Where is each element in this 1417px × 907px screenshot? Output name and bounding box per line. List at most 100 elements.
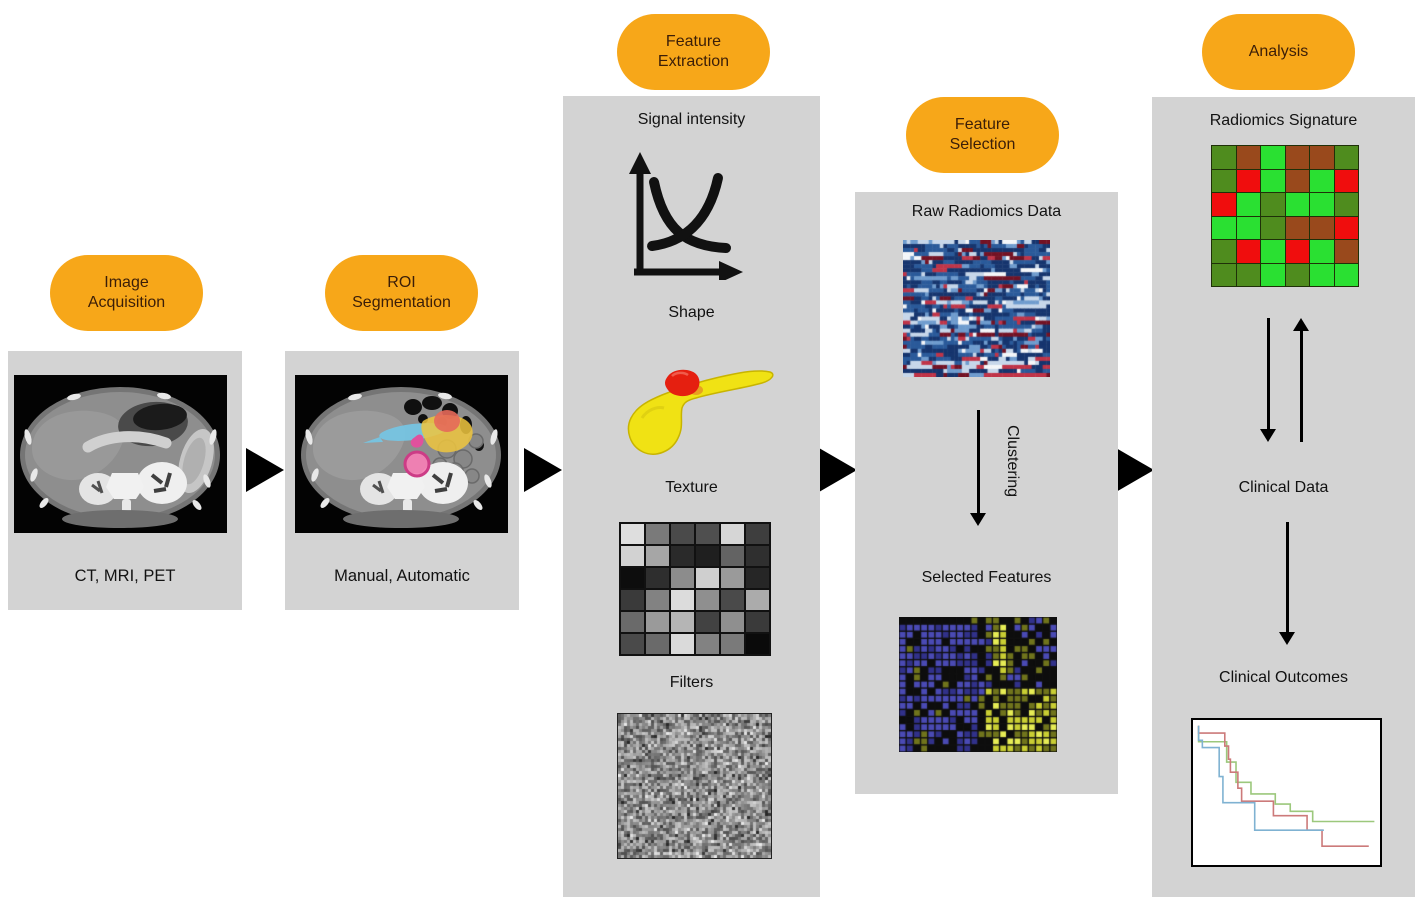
gray-level-matrix — [619, 522, 771, 656]
arrow-shaft — [1266, 318, 1270, 429]
stage-pill-feature-extraction: Feature Extraction — [617, 14, 770, 90]
grid-cell — [1261, 240, 1285, 263]
panel-feature-selection: Raw Radiomics Data Clustering Selected F… — [855, 192, 1118, 794]
segmentation-caption: Manual, Automatic — [334, 567, 470, 585]
grid-cell — [646, 568, 669, 588]
clinical-arrow-icon — [1279, 522, 1295, 645]
grid-cell — [1212, 193, 1236, 216]
arrow-shaft — [1285, 522, 1289, 632]
grid-cell — [746, 524, 769, 544]
grid-cell — [1212, 263, 1236, 286]
radiomics-signature-grid — [1211, 145, 1359, 287]
grid-cell — [671, 612, 694, 632]
grid-cell — [1261, 263, 1285, 286]
panel-roi-segmentation: Manual, Automatic — [285, 351, 519, 610]
km-curve-red — [1199, 726, 1369, 846]
grid-cell — [1285, 263, 1309, 286]
grid-cell — [1212, 216, 1236, 239]
texture-heading: Texture — [665, 479, 718, 496]
grid-cell — [1261, 216, 1285, 239]
grid-cell — [746, 612, 769, 632]
filtered-noise-image — [617, 713, 772, 859]
panel-feature-extraction: Signal intensity Shape Texture Filters — [563, 96, 820, 897]
kaplan-meier-curves — [1193, 720, 1380, 865]
grid-cell — [646, 546, 669, 566]
grid-cell — [1212, 146, 1236, 169]
grid-cell — [696, 524, 719, 544]
grid-cell — [696, 634, 719, 654]
grid-cell — [1310, 216, 1334, 239]
arrow-head-up — [1293, 318, 1309, 331]
radiomics-signature-heading: Radiomics Signature — [1209, 112, 1358, 129]
grid-cell — [1285, 193, 1309, 216]
grid-cell — [1334, 193, 1358, 216]
flow-arrow-icon-1 — [246, 448, 284, 492]
grid-cell — [1261, 146, 1285, 169]
grid-cell — [646, 590, 669, 610]
arrow-head-down — [1260, 429, 1276, 442]
selected-features-heatmap — [899, 617, 1057, 752]
stage-pill-feature-selection: Feature Selection — [906, 97, 1059, 173]
signal-intensity-heading: Signal intensity — [637, 111, 746, 128]
km-curve-green — [1199, 726, 1375, 822]
km-curve-blue — [1199, 726, 1324, 830]
grid-cell — [1334, 169, 1358, 192]
grid-cell — [671, 524, 694, 544]
arrow-shaft — [976, 410, 980, 513]
acquisition-caption: CT, MRI, PET — [74, 567, 176, 585]
grid-cell — [1261, 169, 1285, 192]
grid-cell — [621, 524, 644, 544]
survival-curves-plot — [1191, 718, 1382, 867]
grid-cell — [1285, 146, 1309, 169]
grid-cell — [1310, 193, 1334, 216]
flow-arrow-icon-4 — [1116, 448, 1154, 492]
flow-arrow-icon-3 — [819, 448, 857, 492]
grid-cell — [1310, 240, 1334, 263]
grid-cell — [721, 568, 744, 588]
grid-cell — [621, 634, 644, 654]
panel-image-acquisition: CT, MRI, PET — [8, 351, 242, 610]
raw-radiomics-heatmap — [903, 240, 1050, 377]
up-arrow-icon — [1293, 318, 1309, 442]
grid-cell — [1334, 146, 1358, 169]
grid-cell — [1334, 240, 1358, 263]
segmented-ct-image — [295, 375, 508, 533]
clinical-data-heading: Clinical Data — [1238, 479, 1329, 496]
grid-cell — [696, 590, 719, 610]
stage-pill-image-acquisition: Image Acquisition — [50, 255, 203, 331]
grid-cell — [1334, 263, 1358, 286]
arrow-head-down — [970, 513, 986, 526]
shape-heading: Shape — [668, 304, 715, 321]
grid-cell — [621, 546, 644, 566]
grid-cell — [1310, 169, 1334, 192]
grid-cell — [671, 546, 694, 566]
grid-cell — [1334, 216, 1358, 239]
grid-cell — [1310, 146, 1334, 169]
grid-cell — [1285, 169, 1309, 192]
stage-pill-roi-segmentation: ROI Segmentation — [325, 255, 478, 331]
arrow-shaft — [1299, 331, 1303, 442]
filters-heading: Filters — [669, 674, 714, 691]
grid-cell — [746, 590, 769, 610]
roi-overlays — [363, 410, 473, 478]
grid-cell — [1285, 240, 1309, 263]
grid-cell — [671, 568, 694, 588]
grid-cell — [671, 634, 694, 654]
grid-cell — [1212, 240, 1236, 263]
panel-analysis: Radiomics Signature Clinical Data Clinic… — [1152, 97, 1415, 897]
grid-cell — [1261, 193, 1285, 216]
grid-cell — [1236, 263, 1260, 286]
grid-cell — [696, 568, 719, 588]
stage-pill-analysis: Analysis — [1202, 14, 1355, 90]
grid-cell — [621, 612, 644, 632]
grid-cell — [721, 524, 744, 544]
grid-cell — [721, 634, 744, 654]
grid-cell — [621, 590, 644, 610]
grid-cell — [1212, 169, 1236, 192]
grid-cell — [746, 634, 769, 654]
clinical-outcomes-heading: Clinical Outcomes — [1219, 669, 1348, 686]
raw-radiomics-data-heading: Raw Radiomics Data — [911, 203, 1062, 220]
grid-cell — [721, 612, 744, 632]
grid-cell — [621, 568, 644, 588]
